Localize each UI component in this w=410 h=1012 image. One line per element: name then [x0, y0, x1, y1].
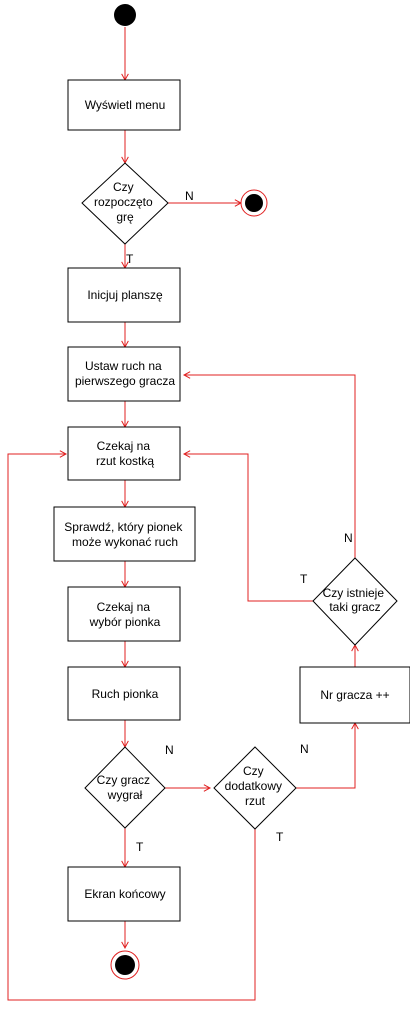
label-end-screen: Ekran końcowy	[84, 887, 165, 901]
label-game-started: Czy rozpoczęto grę	[94, 180, 156, 224]
arrowhead	[203, 784, 212, 792]
label-player-won: Czy gracz wygrał	[97, 773, 154, 802]
final-node	[110, 950, 140, 980]
edge-labels: N T N T N T N T	[126, 189, 353, 854]
label-wait-dice: Czekaj na rzut kostką	[96, 439, 154, 468]
edge-label-player-exists-yes: T	[300, 572, 308, 586]
node-extra-roll	[213, 746, 297, 830]
edge-label-player-won-no: N	[165, 743, 174, 757]
label-menu: Wyświetl menu	[85, 98, 166, 112]
node-end-screen	[67, 866, 181, 922]
label-set-first-player: Ustaw ruch na pierwszego gracza	[75, 359, 175, 388]
edge-label-game-started-no: N	[185, 189, 194, 203]
nodes	[53, 4, 410, 980]
node-set-first-player	[67, 346, 181, 402]
arrowhead	[182, 450, 191, 458]
label-init-board: Inicjuj planszę	[87, 288, 163, 302]
label-player-next: Nr gracza ++	[320, 688, 389, 702]
edge-label-extra-roll-yes: T	[276, 830, 284, 844]
edge-label-extra-roll-no: N	[300, 742, 309, 756]
edges	[7, 27, 359, 1001]
node-labels: Wyświetl menu Czy rozpoczęto grę Inicjuj…	[64, 98, 389, 901]
edge-label-player-exists-no: N	[344, 531, 353, 545]
label-pawn-move: Ruch pionka	[92, 687, 159, 701]
edge-label-player-won-yes: T	[136, 840, 144, 854]
edge-label-game-started-yes: T	[126, 252, 134, 266]
label-wait-pawn: Czekaj na wybór pionka	[89, 600, 161, 629]
node-player-exists	[312, 557, 398, 646]
edge-exists-yes-to-waitdice	[184, 453, 313, 602]
arrowhead	[59, 450, 68, 458]
node-player-next	[299, 666, 410, 724]
node-wait-pawn	[67, 586, 181, 642]
arrowhead	[182, 371, 191, 379]
edge-extra-yes-to-waitdice	[7, 453, 256, 1001]
node-wait-dice	[67, 426, 181, 481]
arrowhead	[121, 941, 129, 950]
end-node-game-not-started	[240, 189, 268, 217]
node-check-pawns	[53, 506, 196, 562]
edge-exists-no-to-setfirst	[184, 374, 356, 558]
label-extra-roll: Czy dodatkowy rzut	[225, 764, 286, 808]
node-init-board	[67, 267, 181, 323]
start-node	[114, 4, 136, 26]
edge-extra-no-to-next	[296, 723, 356, 789]
node-pawn-move	[67, 666, 181, 721]
node-menu	[67, 79, 181, 131]
node-player-won	[84, 746, 166, 829]
node-game-started	[81, 162, 169, 245]
label-check-pawns: Sprawdź, który pionek może wykonać ruch	[64, 520, 185, 549]
label-player-exists: Czy istnieje taki gracz	[323, 586, 388, 614]
